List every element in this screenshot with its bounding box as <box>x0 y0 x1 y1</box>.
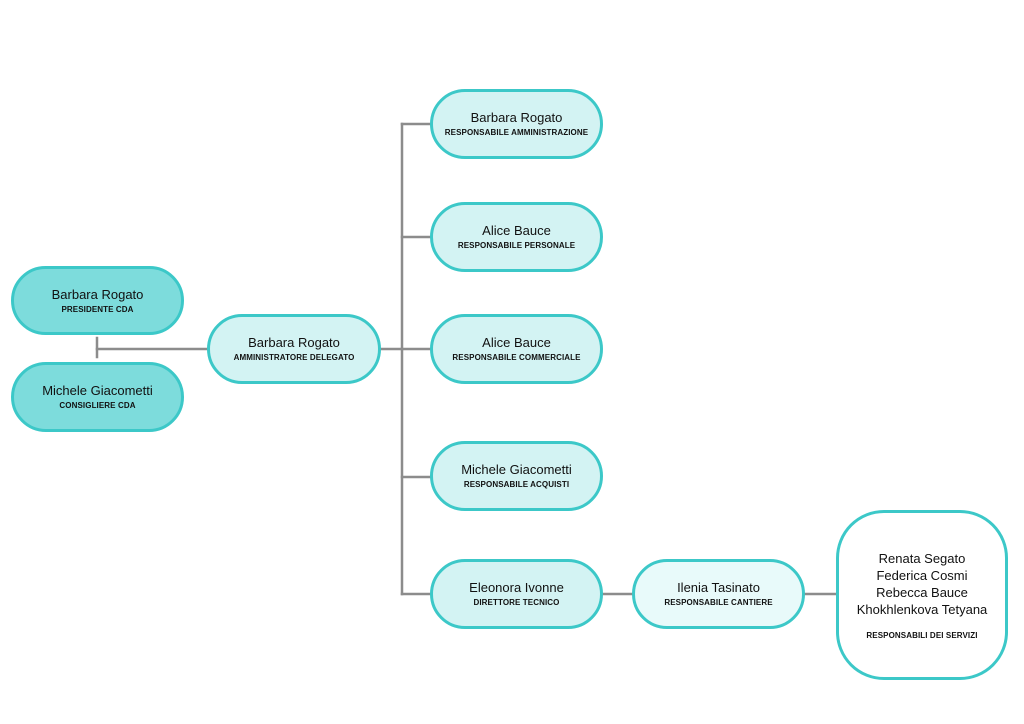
node-role: RESPONSABILE CANTIERE <box>664 598 773 607</box>
node-name: Michele Giacometti <box>42 383 153 398</box>
servizi-name-1: Renata Segato <box>878 550 966 566</box>
node-consigliere-cda: Michele Giacometti CONSIGLIERE CDA <box>11 362 184 432</box>
node-role: DIRETTORE TECNICO <box>473 598 560 607</box>
node-responsabile-commerciale: Alice Bauce RESPONSABILE COMMERCIALE <box>430 314 603 384</box>
node-direttore-tecnico: Eleonora Ivonne DIRETTORE TECNICO <box>430 559 603 629</box>
servizi-name-4: Khokhlenkova Tetyana <box>856 601 988 617</box>
node-presidente-cda: Barbara Rogato PRESIDENTE CDA <box>11 266 184 335</box>
node-role: RESPONSABILE AMMINISTRAZIONE <box>444 128 589 137</box>
node-responsabile-cantiere: Ilenia Tasinato RESPONSABILE CANTIERE <box>632 559 805 629</box>
node-role: RESPONSABILE ACQUISTI <box>463 480 570 489</box>
node-name: Alice Bauce <box>482 223 551 238</box>
node-name: Ilenia Tasinato <box>677 580 760 595</box>
node-amministratore-delegato: Barbara Rogato AMMINISTRATORE DELEGATO <box>207 314 381 384</box>
node-role: RESPONSABILE PERSONALE <box>457 241 576 250</box>
servizi-name-2: Federica Cosmi <box>876 567 968 583</box>
node-responsabile-amministrazione: Barbara Rogato RESPONSABILE AMMINISTRAZI… <box>430 89 603 159</box>
node-name: Michele Giacometti <box>461 462 572 477</box>
node-role: AMMINISTRATORE DELEGATO <box>233 353 355 362</box>
node-name: Barbara Rogato <box>248 335 340 350</box>
node-responsabili-servizi: Renata Segato Federica Cosmi Rebecca Bau… <box>836 510 1008 680</box>
node-role: RESPONSABILE COMMERCIALE <box>452 353 581 362</box>
node-role: PRESIDENTE CDA <box>61 304 134 314</box>
node-name: Alice Bauce <box>482 335 551 350</box>
node-responsabile-personale: Alice Bauce RESPONSABILE PERSONALE <box>430 202 603 272</box>
node-role: RESPONSABILI DEI SERVIZI <box>866 630 978 640</box>
node-role: CONSIGLIERE CDA <box>59 401 136 410</box>
servizi-name-3: Rebecca Bauce <box>876 584 968 600</box>
node-name: Barbara Rogato <box>470 110 563 125</box>
node-name: Barbara Rogato <box>51 286 144 302</box>
node-responsabile-acquisti: Michele Giacometti RESPONSABILE ACQUISTI <box>430 441 603 511</box>
node-name: Eleonora Ivonne <box>469 580 564 595</box>
